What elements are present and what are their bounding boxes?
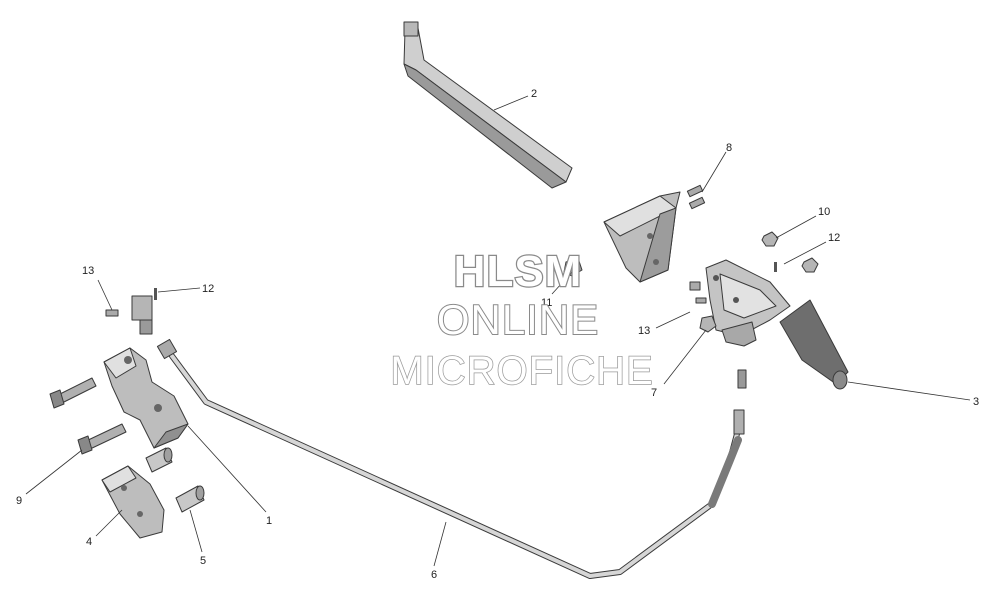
callout-13-left: 13: [82, 265, 94, 277]
callout-13-right: 13: [638, 325, 650, 337]
callout-7: 7: [651, 387, 657, 399]
callout-9: 9: [16, 495, 22, 507]
watermark: HLSM ONLINE MICROFICHE: [390, 246, 654, 394]
part-9-bolts: [49, 377, 127, 455]
callout-5: 5: [200, 555, 206, 567]
watermark-line-3: MICROFICHE: [390, 349, 653, 393]
callout-4: 4: [86, 536, 92, 548]
lever-hardware: [563, 231, 819, 333]
callout-10: 10: [818, 206, 830, 218]
callout-labels: 2 8 10 12 3 13 7 11 13 12 1 9 4 5 6: [16, 88, 979, 581]
callout-6: 6: [431, 569, 437, 581]
part-3-handbrake-lever: [705, 259, 849, 390]
watermark-line-2: ONLINE: [437, 296, 599, 343]
part-5-spacers: [145, 447, 205, 513]
cable-end-clip-left: [105, 288, 157, 335]
callout-3: 3: [973, 396, 979, 408]
part-8-bolts: [686, 184, 706, 210]
part-4-lower-plate: [101, 465, 165, 539]
watermark-line-1: HLSM: [454, 247, 583, 296]
part-2-lever-bar: [403, 21, 573, 189]
callout-12-left: 12: [202, 283, 214, 295]
callout-11: 11: [541, 297, 552, 309]
callout-2: 2: [531, 88, 537, 100]
callout-12-right: 12: [828, 232, 840, 244]
part-bracket-plate: [603, 191, 681, 283]
part-6-brake-cable: [156, 338, 747, 579]
callout-8: 8: [726, 142, 732, 154]
callout-1: 1: [266, 515, 272, 527]
part-1-mounting-bracket: [103, 347, 189, 449]
leader-lines: [25, 95, 971, 567]
